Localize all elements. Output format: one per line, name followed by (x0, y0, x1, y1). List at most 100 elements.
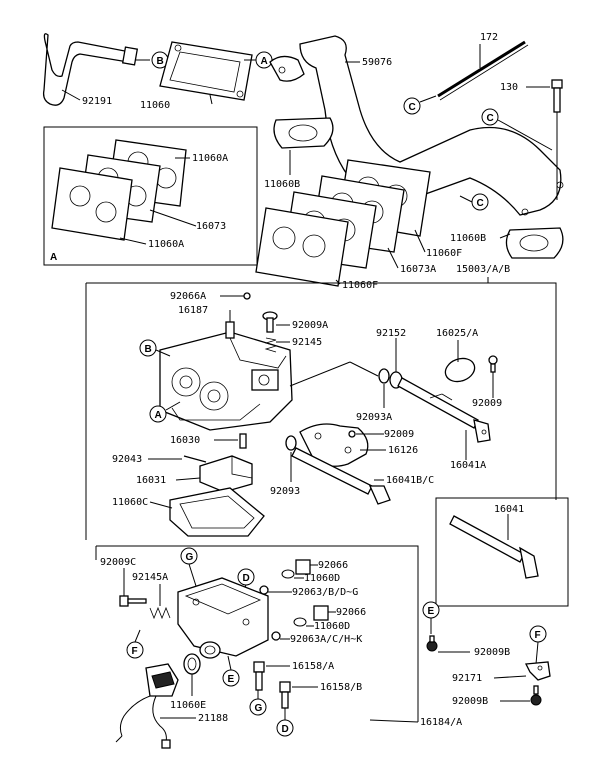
label-92009B-a: 92009B (474, 647, 510, 658)
carburetor-box-top (86, 282, 557, 500)
label-92063B: 92063/B/D~G (292, 587, 358, 598)
o-ring-11060E (183, 653, 201, 675)
label-16187: 16187 (178, 305, 208, 316)
bushing-92093 (285, 435, 297, 451)
screw-92009A (262, 311, 278, 333)
callout-C-1: C (403, 97, 421, 115)
callout-C-3: C (471, 193, 489, 211)
label-16184A: 16184/A (420, 717, 462, 728)
label-92009-right: 92009 (472, 398, 502, 409)
svg-text:D: D (243, 573, 250, 584)
drain-screw-92066-a (259, 559, 311, 595)
label-92009A: 92009A (292, 320, 328, 331)
label-92145: 92145 (292, 337, 322, 348)
label-130: 130 (500, 82, 518, 93)
label-11060E: 11060E (170, 700, 206, 711)
screw-92009-right (488, 355, 498, 373)
label-92152: 92152 (376, 328, 406, 339)
label-92066-a: 92066 (318, 560, 348, 571)
main-jet-16158B (279, 681, 291, 709)
main-jet-16158A (253, 661, 265, 691)
svg-text:D: D (282, 724, 289, 735)
callout-A-carb: A (149, 405, 167, 423)
label-92066-b: 92066 (336, 607, 366, 618)
bolt-130 (551, 79, 563, 113)
callout-C-2: C (481, 108, 499, 126)
label-16158B: 16158/B (320, 682, 362, 693)
spring-92145A (149, 606, 171, 620)
screw-92009C (119, 595, 147, 607)
bracket-92171 (524, 661, 551, 681)
label-92191: 92191 (82, 96, 112, 107)
label-11060A-bottom: 11060A (148, 239, 184, 250)
inset-box-A (43, 126, 258, 266)
svg-text:E: E (228, 674, 235, 685)
choke-shaft-16041 (449, 515, 539, 579)
bushing-92093A (378, 368, 390, 384)
screw-92009B-a (426, 635, 438, 652)
label-16025A: 16025/A (436, 328, 478, 339)
label-11060: 11060 (140, 100, 170, 111)
label-21188: 21188 (198, 713, 228, 724)
svg-text:B: B (157, 56, 164, 67)
spring-92145 (264, 337, 278, 353)
float-bowl-box (96, 545, 419, 722)
needle-16030 (239, 433, 247, 449)
callout-D-bottom: D (276, 719, 294, 737)
gasket-11060 (159, 41, 253, 101)
callout-D-top: D (237, 568, 255, 586)
svg-text:A: A (155, 410, 162, 421)
fuel-solenoid-21188 (115, 663, 179, 749)
inset-label-A: A (50, 252, 57, 263)
label-92043: 92043 (112, 454, 142, 465)
breather-hose (42, 33, 139, 106)
pin-92043 (183, 455, 207, 463)
throttle-valve-16025A (444, 357, 476, 383)
label-16041: 16041 (494, 504, 524, 515)
label-11060A-top: 11060A (192, 153, 228, 164)
label-16041A: 16041A (450, 460, 486, 471)
label-59076: 59076 (362, 57, 392, 68)
label-11060F-a: 11060F (426, 248, 462, 259)
choke-shaft-16041BC (291, 447, 391, 505)
screw-92066A (243, 292, 251, 300)
svg-text:C: C (409, 102, 416, 113)
svg-text:E: E (428, 606, 435, 617)
svg-text:G: G (255, 703, 263, 714)
label-11060C: 11060C (112, 497, 148, 508)
stud-bolt-172 (437, 40, 529, 101)
svg-text:F: F (535, 630, 541, 641)
label-11060B-left: 11060B (264, 179, 300, 190)
float-bowl (177, 577, 269, 659)
label-11060D-b: 11060D (314, 621, 350, 632)
callout-F-right: F (529, 625, 547, 643)
label-11060D-a: 11060D (304, 573, 340, 584)
label-16158A: 16158/A (292, 661, 334, 672)
svg-text:G: G (186, 552, 194, 563)
screw-92009-mid (348, 430, 356, 438)
manifold-gaskets (255, 159, 431, 287)
float-bowl-gasket-11060C (169, 487, 265, 537)
inset-box-16041 (435, 497, 569, 607)
label-92066A: 92066A (170, 291, 206, 302)
svg-text:B: B (145, 344, 152, 355)
throttle-shaft-16041A (397, 377, 491, 443)
callout-E-bowl: E (222, 669, 240, 687)
label-15003: 15003/A/B (456, 264, 510, 275)
callout-G-top: G (180, 547, 198, 565)
label-92093A: 92093A (356, 412, 392, 423)
carburetor-body (159, 331, 293, 431)
label-92063A: 92063A/C/H~K (290, 634, 362, 645)
label-92145A: 92145A (132, 572, 168, 583)
label-16041BC: 16041B/C (386, 475, 434, 486)
label-92009-mid: 92009 (384, 429, 414, 440)
screw-92009B-b (530, 685, 542, 706)
float-16031 (199, 455, 253, 493)
label-92171: 92171 (452, 673, 482, 684)
label-92009C: 92009C (100, 557, 136, 568)
pilot-jet-16187 (225, 321, 235, 339)
label-16073A: 16073A (400, 264, 436, 275)
callout-G-bottom: G (249, 698, 267, 716)
callout-F-left: F (126, 641, 144, 659)
